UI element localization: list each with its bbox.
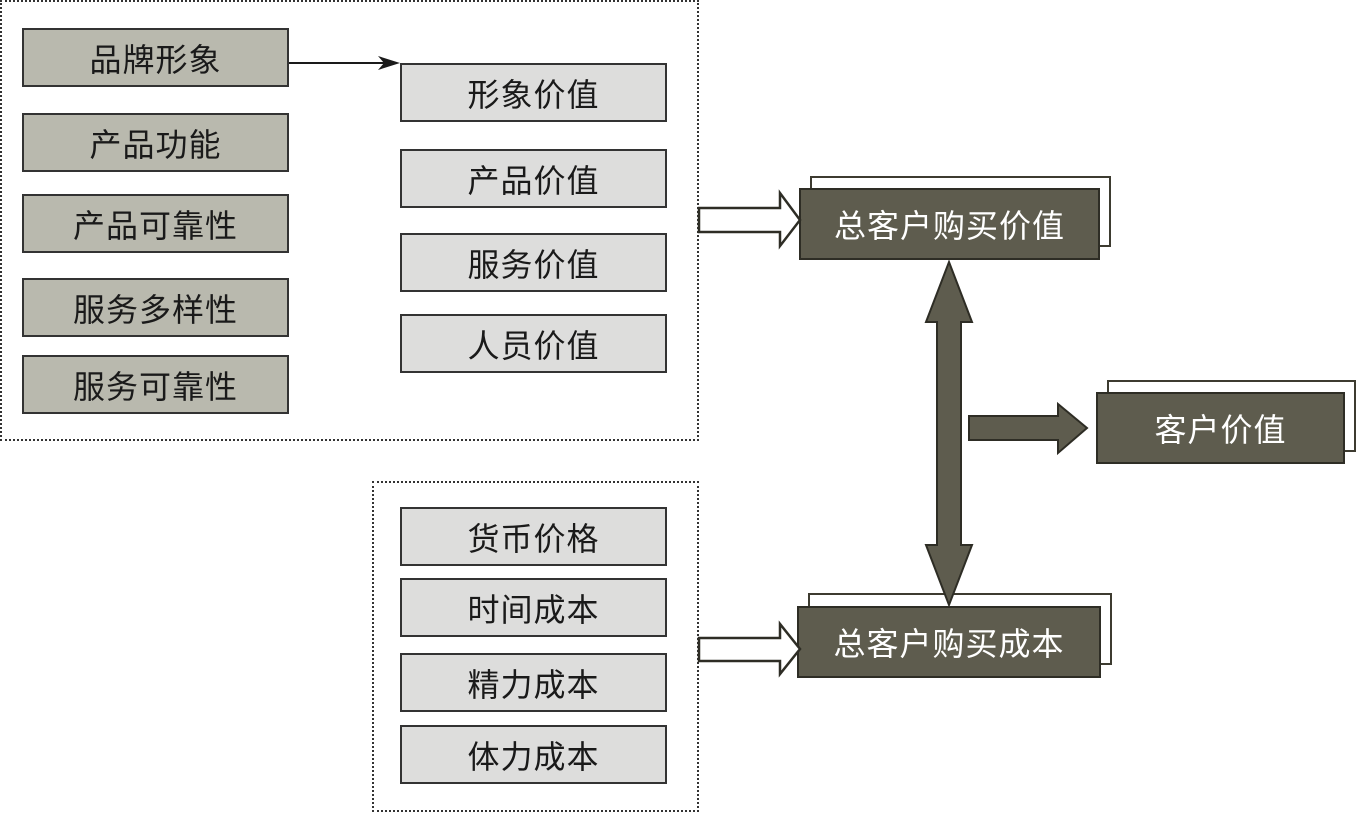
hollow-arrow-to-total-cost: [697, 620, 802, 678]
factor-label: 产品功能: [89, 125, 222, 164]
customer-value-box: 客户价值: [1096, 392, 1345, 464]
total-value-node: 总客户购买价值: [799, 176, 1111, 260]
factor-label: 产品可靠性: [72, 206, 238, 245]
factor-service-reliability: 服务可靠性: [22, 355, 289, 414]
customer-value-node: 客户价值: [1096, 380, 1357, 465]
cost-physical: 体力成本: [400, 725, 667, 784]
cost-label: 时间成本: [467, 590, 600, 629]
cost-time: 时间成本: [400, 578, 667, 637]
value-label: 人员价值: [467, 326, 600, 365]
cost-label: 精力成本: [467, 665, 600, 704]
total-cost-box: 总客户购买成本: [797, 606, 1101, 678]
customer-value-label: 客户价值: [1154, 411, 1287, 449]
value-label: 服务价值: [467, 245, 600, 284]
factor-label: 服务可靠性: [72, 367, 238, 406]
value-image: 形象价值: [400, 63, 667, 122]
value-service: 服务价值: [400, 233, 667, 292]
value-label: 产品价值: [467, 161, 600, 200]
cost-label: 货币价格: [467, 519, 600, 558]
value-personnel: 人员价值: [400, 314, 667, 373]
cost-energy: 精力成本: [400, 653, 667, 712]
total-value-box: 总客户购买价值: [799, 188, 1100, 260]
value-product: 产品价值: [400, 149, 667, 208]
total-cost-label: 总客户购买成本: [833, 625, 1065, 663]
arrow-to-customer-value: [968, 401, 1089, 456]
factor-label: 服务多样性: [72, 290, 238, 329]
factor-service-diversity: 服务多样性: [22, 278, 289, 337]
double-arrow-value-cost: [924, 259, 974, 608]
cost-monetary: 货币价格: [400, 507, 667, 566]
factor-product-function: 产品功能: [22, 113, 289, 172]
factor-label: 品牌形象: [89, 40, 222, 79]
total-cost-node: 总客户购买成本: [797, 593, 1112, 679]
value-label: 形象价值: [467, 75, 600, 114]
factor-brand-image: 品牌形象: [22, 28, 289, 87]
cost-label: 体力成本: [467, 737, 600, 776]
total-value-label: 总客户购买价值: [833, 207, 1065, 245]
factor-product-reliability: 产品可靠性: [22, 194, 289, 253]
hollow-arrow-to-total-value: [697, 189, 802, 250]
